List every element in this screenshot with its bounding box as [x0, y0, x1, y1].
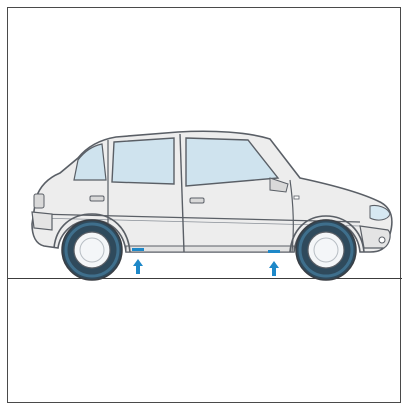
- jack-point-arrow-icon: [269, 261, 279, 276]
- rear-hubcap: [74, 232, 110, 268]
- rear-quarter-window: [74, 144, 106, 180]
- jack-point-front-pad: [268, 250, 280, 253]
- side-marker: [294, 196, 299, 199]
- jack-point-arrow-icon: [133, 259, 143, 274]
- rear-door-window: [112, 138, 174, 184]
- front-bumper: [360, 226, 390, 248]
- rear-bumper: [32, 212, 52, 230]
- fog-light: [379, 237, 385, 243]
- front-door-handle: [190, 198, 204, 203]
- diagram-frame: [7, 7, 401, 403]
- jack-point-front: [268, 250, 280, 276]
- car-diagram: [8, 8, 402, 404]
- rear-light: [34, 194, 44, 208]
- rear-wheel: [62, 220, 122, 280]
- front-hubcap: [308, 232, 344, 268]
- front-wheel: [296, 220, 356, 280]
- rear-door-handle: [90, 196, 104, 201]
- jack-point-rear-pad: [132, 248, 144, 251]
